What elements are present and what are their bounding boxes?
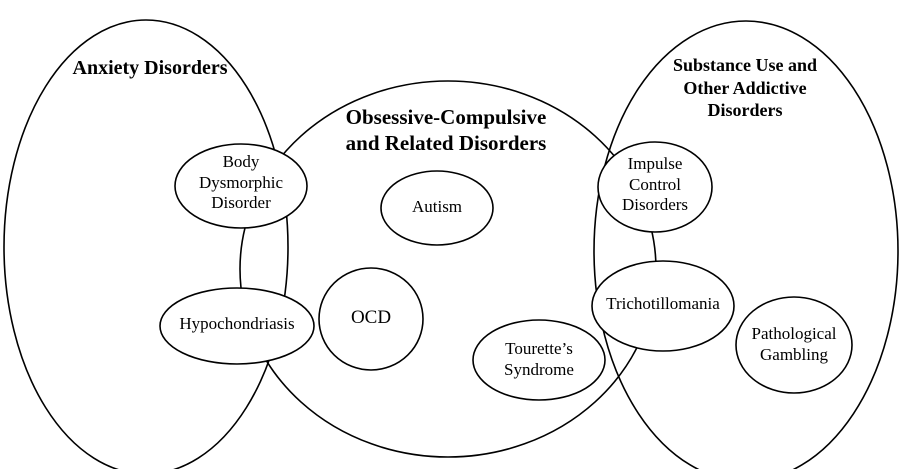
- body-dysmorphic-disorder-ellipse: [174, 143, 308, 229]
- hypochondriasis-label: Hypochondriasis: [179, 314, 295, 333]
- pathological-gambling-ellipse: [735, 296, 853, 394]
- pathological-gambling-label: Pathological Gambling: [751, 324, 837, 364]
- anxiety-disorders-label: Anxiety Disorders: [72, 57, 228, 79]
- ocd-circle: [318, 267, 424, 371]
- tourettes-syndrome-label: Tourette’s Syndrome: [504, 339, 574, 379]
- autism-ellipse: [380, 170, 494, 246]
- impulse-control-disorders-label: Impulse Control Disorders: [621, 154, 689, 215]
- hypochondriasis-ellipse: [159, 287, 315, 365]
- impulse-control-disorders-ellipse: [597, 141, 713, 233]
- substance-use-ellipse: [593, 20, 899, 469]
- obsessive-compulsive-label: Obsessive-Compulsive and Related Disorde…: [345, 105, 547, 156]
- anxiety-disorders-ellipse: [3, 19, 289, 469]
- ocd-label: OCD: [350, 307, 392, 328]
- body-dysmorphic-disorder-label: Body Dysmorphic Disorder: [198, 152, 284, 213]
- trichotillomania-label: Trichotillomania: [606, 294, 720, 313]
- trichotillomania-ellipse: [591, 260, 735, 352]
- tourettes-syndrome-ellipse: [472, 319, 606, 401]
- autism-label: Autism: [411, 197, 463, 216]
- substance-use-label: Substance Use and Other Addictive Disord…: [672, 55, 818, 120]
